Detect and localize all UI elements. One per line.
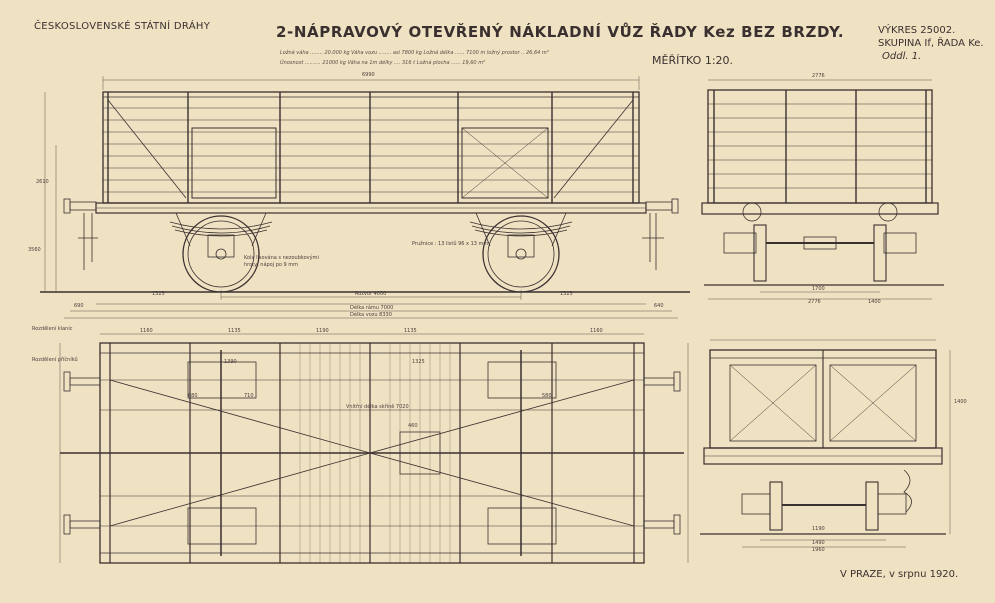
drawing-section: Oddl. 1. — [882, 51, 922, 62]
dim-end-width-4: 1400 — [868, 299, 881, 305]
dim-floor-6: 1325 — [412, 359, 425, 365]
dim-height-total: 3560 — [28, 247, 41, 253]
axle-note: Kola lisována s nezoubkovými hroty, nápo… — [244, 255, 319, 268]
dim-plan-bay-5: 1160 — [590, 328, 603, 334]
dim-end-width-2: 2776 — [808, 299, 821, 305]
side-elevation — [40, 76, 690, 319]
label-crossbeam: Rozdělení klanic — [32, 326, 73, 332]
dim-floor-3: 1390 — [224, 359, 237, 365]
dim-plan-bay-1: 1160 — [140, 328, 153, 334]
cross-section — [700, 339, 951, 548]
dim-section-3: 1400 — [954, 399, 967, 405]
dim-plan-bay-4: 1135 — [404, 328, 417, 334]
plan-view — [59, 333, 689, 564]
dim-wheelbase: Rozvor 4000 — [355, 291, 387, 297]
dim-plan-inner: Vnitřní délka skříně 7020 — [346, 404, 409, 410]
dim-buffer-right: 1325 — [560, 291, 573, 297]
dim-section-2: 1490 — [812, 540, 825, 546]
dim-section-1: 1960 — [812, 547, 825, 553]
dim-floor-4: 580 — [542, 393, 552, 399]
spring-note: Pružnice : 13 listů 96 x 13 mm — [412, 241, 489, 247]
dim-end-width-3: 1700 — [812, 286, 825, 292]
dim-floor-2: 710 — [244, 393, 254, 399]
dim-frame-length: Délka rámu 7000 — [350, 305, 394, 311]
dim-height-left: 2610 — [36, 179, 49, 185]
dim-buffer-left: 1325 — [152, 291, 165, 297]
dim-plan-bay-2: 1135 — [228, 328, 241, 334]
dim-end-width: 2776 — [812, 73, 825, 79]
dim-floor-5: 460 — [408, 423, 418, 429]
drawing-scale: MĚŘÍTKO 1:20. — [652, 54, 734, 67]
spec-line-2: Únosnost .......... 21000 kg Váha na 1m … — [280, 60, 486, 66]
drawing-title: 2-NÁPRAVOVÝ OTEVŘENÝ NÁKLADNÍ VŮZ ŘADY K… — [276, 23, 845, 41]
railway-name: ČESKOSLOVENSKÉ STÁTNÍ DRÁHY — [34, 21, 211, 32]
dim-side-length: 6990 — [362, 72, 375, 78]
place-date: V PRAZE, v srpnu 1920. — [840, 569, 959, 580]
dim-overhang-right: 640 — [654, 303, 664, 309]
dim-section-4: 1190 — [812, 526, 825, 532]
drawing-number: VÝKRES 25002. — [878, 25, 956, 36]
dim-overhang-left: 690 — [74, 303, 84, 309]
dim-overall-length: Délka vozu 8330 — [350, 312, 392, 318]
dim-floor-1: 680 — [188, 393, 198, 399]
dim-plan-bay-3: 1190 — [316, 328, 329, 334]
drawing-group: SKUPINA If, ŘADA Ke. — [878, 38, 984, 49]
spec-line-1: Ložná váha ........ 20.000 kg Váha vozu … — [280, 50, 549, 56]
label-floor-division: Rozdělení příčníků — [32, 357, 78, 363]
end-elevation — [701, 79, 944, 300]
